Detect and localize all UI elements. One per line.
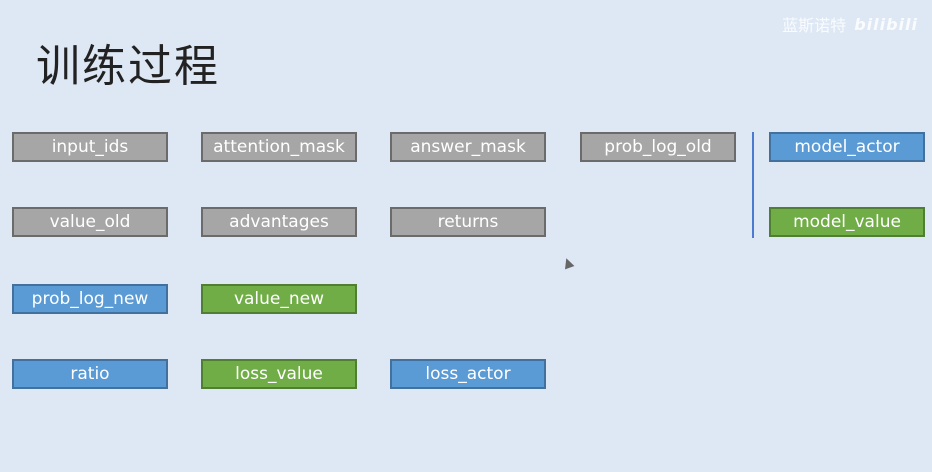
watermark-text: 蓝斯诺特 — [782, 16, 847, 35]
advantages-box: advantages — [201, 207, 357, 237]
value-old-box: value_old — [12, 207, 168, 237]
attention-mask-box: attention_mask — [201, 132, 357, 162]
value-new-box: value_new — [201, 284, 357, 314]
returns-box: returns — [390, 207, 546, 237]
prob-log-new-box: prob_log_new — [12, 284, 168, 314]
ratio-box: ratio — [12, 359, 168, 389]
answer-mask-box: answer_mask — [390, 132, 546, 162]
model-actor-box: model_actor — [769, 132, 925, 162]
separator-line — [752, 132, 754, 238]
loss-value-box: loss_value — [201, 359, 357, 389]
watermark: 蓝斯诺特 bilibili — [782, 12, 918, 36]
loss-actor-box: loss_actor — [390, 359, 546, 389]
mouse-cursor-icon — [561, 256, 575, 270]
slide-title: 训练过程 — [36, 41, 220, 92]
input-ids-box: input_ids — [12, 132, 168, 162]
bilibili-logo: bilibili — [854, 14, 918, 34]
prob-log-old-box: prob_log_old — [580, 132, 736, 162]
model-value-box: model_value — [769, 207, 925, 237]
